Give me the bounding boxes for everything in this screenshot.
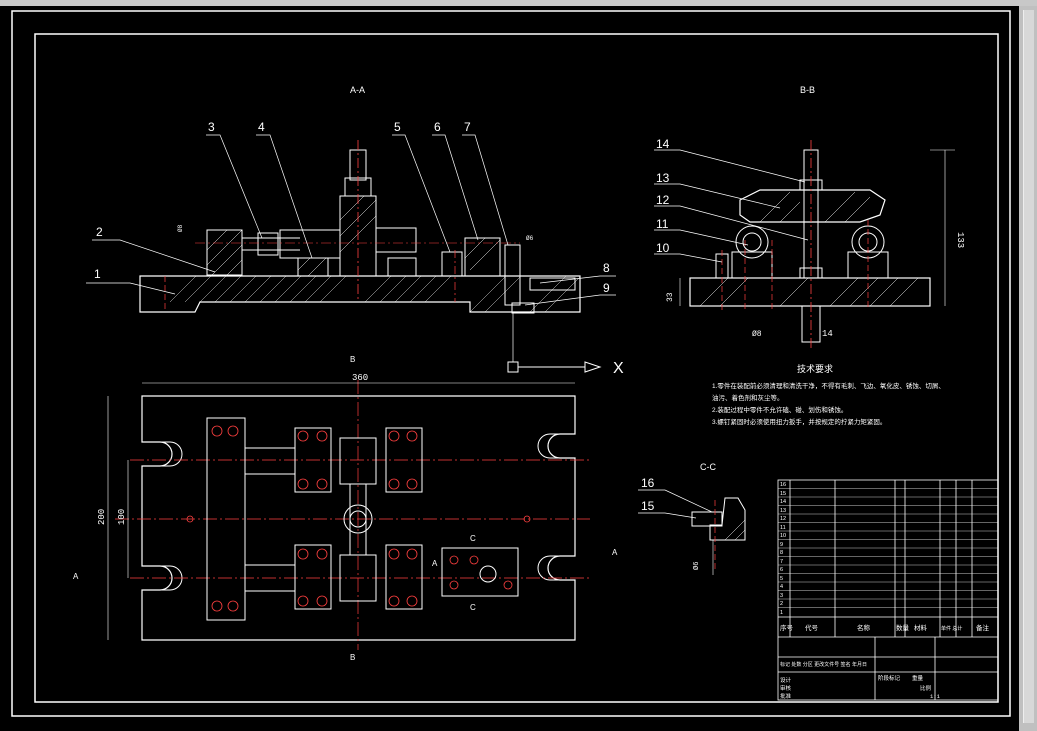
callout-15: 15 [641,499,655,513]
bb-label: B-B [800,85,815,95]
bom-no-10: 10 [780,533,786,539]
plan-view: 360 200 100 B B A A C C A [73,355,618,662]
tech-title: 技术要求 [797,363,833,374]
tech-requirements: 技术要求 1.零件在装配前必须清理和清洗干净，不得有毛刺、飞边、氧化皮、锈蚀、切… [712,363,945,426]
bom-no-7: 7 [780,559,783,565]
callout-10: 10 [656,241,670,255]
bom-no-16: 16 [780,482,786,488]
bom-no-4: 4 [780,584,783,590]
check-label: 审核 [780,684,792,692]
bom-no-14: 14 [780,499,786,505]
cc-label: C-C [700,462,716,472]
bom-no-2: 2 [780,601,783,607]
bom-col-code: 代号 [805,623,819,632]
bom-no-8: 8 [780,550,783,556]
plan-width-dim: 360 [352,373,368,383]
bom-no-11: 11 [780,525,786,531]
sign-row: 标记 处数 分区 更改文件号 签名 年月日 [780,661,867,668]
callout-8: 8 [603,261,610,275]
plan-a-left: A [73,572,79,581]
title-block [777,479,999,701]
plan-height-dim: 200 [97,509,107,525]
bom-col-weight: 单件 总计 [941,625,962,632]
tech-line-2: 油污、着色剂和灰尘等。 [712,393,784,402]
plan-c-side: A [432,559,438,568]
section-bb-view: B-B 133 3 [654,85,965,350]
callout-1: 1 [94,267,101,281]
callout-12: 12 [656,193,670,207]
design-label: 设计 [780,676,792,684]
callout-5: 5 [394,120,401,134]
plan-c-top: C [470,534,476,543]
bom-col-qty: 数量 [896,623,910,632]
scale-label: 比例 [920,684,932,692]
callout-13: 13 [656,171,670,185]
tech-line-1: 1.零件在装配前必须清理和清洗干净，不得有毛刺、飞边、氧化皮、锈蚀、切屑、 [712,381,945,390]
bb-height-dim: 133 [955,232,965,248]
plan-b-top: B [350,355,355,364]
bom-no-5: 5 [780,576,783,582]
bom-no-9: 9 [780,542,783,548]
aa-fit-dim: Ø8 [177,224,184,232]
tech-line-4: 3.螺钉紧固时必须使用扭力扳手，并按规定的拧紧力矩紧固。 [712,417,886,426]
svg-text:Ø6: Ø6 [526,235,534,242]
bom-no-1: 1 [780,610,783,616]
bom-rows [778,488,998,608]
bb-bottom-dim: 14 [822,329,833,339]
bom-col-name: 名称 [857,623,871,632]
plan-b-bottom: B [350,653,355,662]
callout-6: 6 [434,120,441,134]
bom-no-13: 13 [780,508,786,514]
approve-label: 批准 [780,692,792,700]
bom-col-no: 序号 [780,623,794,632]
outer-border [11,10,1011,717]
axis-x-label: X [613,360,624,377]
callout-16: 16 [641,476,655,490]
bb-fit-dim: Ø8 [752,330,762,339]
scrollbar-track[interactable] [1023,10,1034,723]
bom-col-note: 备注 [976,623,990,632]
bb-low-dim: 33 [666,292,675,302]
plan-c-bottom: C [470,603,476,612]
callout-4: 4 [258,120,265,134]
plan-a-right: A [612,548,618,557]
callout-14: 14 [656,137,670,151]
scale-value: 1:1 [930,693,941,700]
callout-11: 11 [656,217,669,231]
callout-2: 2 [96,225,103,239]
callout-7: 7 [464,120,471,134]
cc-fit-dim: Ø6 [692,562,701,570]
bom-no-15: 15 [780,491,786,497]
stage-label: 阶段标记 [878,674,901,682]
callout-3: 3 [208,120,215,134]
section-aa-view: A-A [86,85,624,377]
bom-no-3: 3 [780,593,783,599]
inner-border [34,33,999,703]
window-top-edge [0,0,1037,6]
weight-label: 重量 [912,674,924,682]
bom-col-mat: 材料 [914,623,928,632]
section-cc-view: C-C Ø6 16 15 [638,462,746,575]
plan-inner-dim: 100 [117,509,127,525]
tech-line-3: 2.装配过程中零件不允许磕、碰、划伤和锈蚀。 [712,405,847,414]
aa-label: A-A [350,85,365,95]
bom-no-6: 6 [780,567,783,573]
callout-9: 9 [603,281,610,295]
bom-no-12: 12 [780,516,786,522]
vertical-scrollbar[interactable] [1019,6,1037,731]
